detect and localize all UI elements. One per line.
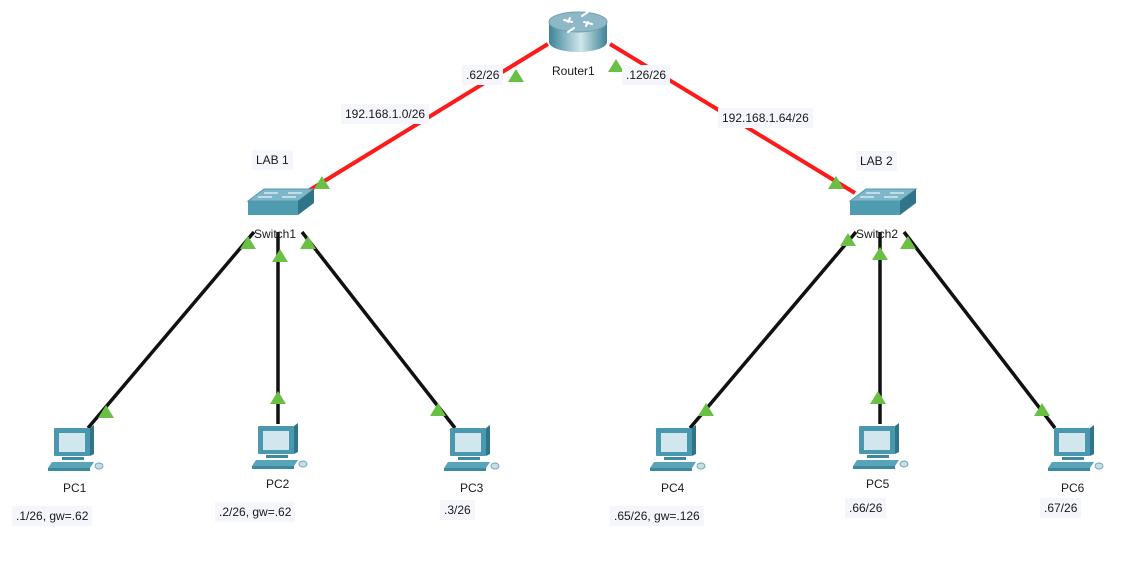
link-up-indicator xyxy=(300,236,316,249)
router-name: Router1 xyxy=(552,64,595,78)
pc4-ip-note: .65/26, gw=.126 xyxy=(610,506,704,526)
pc-icon[interactable] xyxy=(1048,425,1104,471)
pc2-ip-note: .2/26, gw=.62 xyxy=(215,502,296,522)
link-up-indicator xyxy=(240,236,256,249)
switch-icon[interactable] xyxy=(848,188,918,215)
link-up-indicator xyxy=(430,403,446,416)
link-up-indicator xyxy=(870,391,886,404)
pc6-ip-note: .67/26 xyxy=(1040,498,1082,518)
pc1-ip-note: .1/26, gw=.62 xyxy=(12,506,93,526)
cable-switch1-pc1[interactable] xyxy=(86,230,256,430)
link-up-indicator xyxy=(608,59,624,72)
link-up-indicator xyxy=(98,405,114,418)
link-up-indicator xyxy=(272,249,288,262)
cable-switch2-pc6[interactable] xyxy=(902,230,1057,430)
switch1-name: Switch1 xyxy=(254,227,297,241)
pc-icon[interactable] xyxy=(252,423,308,469)
pc3-ip-note: .3/26 xyxy=(440,500,475,520)
link-up-indicator xyxy=(1034,403,1050,416)
cable-switch2-pc4[interactable] xyxy=(688,230,858,430)
link-up-indicator xyxy=(698,403,714,416)
pc4-name: PC4 xyxy=(661,481,685,495)
pc1-name: PC1 xyxy=(63,481,87,495)
link-up-indicator xyxy=(270,391,286,404)
switch-icon[interactable] xyxy=(246,188,316,215)
lab2-note: LAB 2 xyxy=(856,151,897,171)
pc-icon[interactable] xyxy=(444,425,500,471)
link-up-indicator xyxy=(840,233,856,246)
link-up-indicator xyxy=(828,176,844,189)
router-if-lab2-note: .126/26 xyxy=(622,65,671,85)
pc6-name: PC6 xyxy=(1061,481,1085,495)
switch2-name: Switch2 xyxy=(856,227,899,241)
pc3-name: PC3 xyxy=(460,481,484,495)
pc-icon[interactable] xyxy=(853,423,909,469)
network-lab1-note: 192.168.1.0/26 xyxy=(341,104,430,124)
cable-switch1-pc3[interactable] xyxy=(300,230,457,430)
pc-icon[interactable] xyxy=(48,425,104,471)
pc2-name: PC2 xyxy=(266,477,290,491)
network-lab2-note: 192.168.1.64/26 xyxy=(718,108,813,128)
link-up-indicator xyxy=(900,236,916,249)
lab1-note: LAB 1 xyxy=(252,150,293,170)
link-up-indicator xyxy=(314,176,330,189)
router-icon[interactable] xyxy=(548,11,608,52)
pc-icon[interactable] xyxy=(650,425,706,471)
pc5-name: PC5 xyxy=(866,477,890,491)
link-up-indicator xyxy=(508,69,524,82)
router-if-lab1-note: .62/26 xyxy=(462,65,504,85)
pc5-ip-note: .66/26 xyxy=(845,498,887,518)
link-up-indicator xyxy=(872,247,888,260)
